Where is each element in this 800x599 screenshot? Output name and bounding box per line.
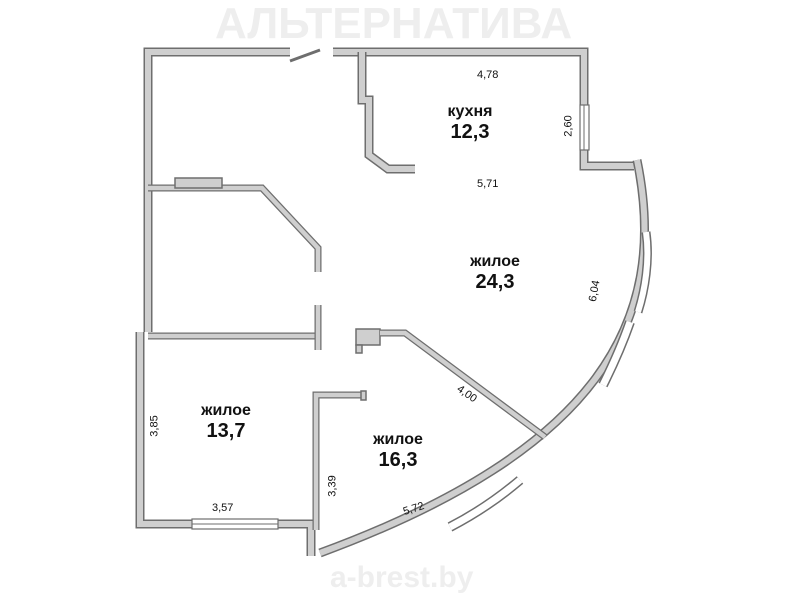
dim-left-height: 3,85	[148, 415, 161, 437]
room-name: жилое	[373, 431, 423, 448]
room-name: жилое	[201, 402, 251, 419]
room-living-left: жилое 13,7	[196, 402, 256, 442]
outer-walls	[135, 47, 649, 558]
dim-left-bottom: 3,57	[212, 502, 234, 514]
room-area: 12,3	[450, 120, 490, 143]
door-leaf	[289, 48, 321, 63]
watermark-brand: АЛЬТЕРНАТИВА	[215, 0, 573, 48]
room-area: 13,7	[206, 419, 246, 442]
room-area: 24,3	[475, 270, 515, 293]
dim-living-width: 5,71	[477, 178, 499, 190]
dim-kitchen-width: 4,78	[477, 69, 499, 81]
watermark-site: a-brest.by	[330, 561, 474, 594]
inner-walls	[148, 52, 548, 530]
room-kitchen: кухня 12,3	[440, 103, 500, 143]
room-name: кухня	[447, 103, 493, 120]
room-area: 16,3	[378, 448, 418, 471]
windows	[191, 48, 652, 532]
room-living-large: жилое 24,3	[465, 253, 525, 293]
dim-kitchen-window: 2,60	[562, 115, 575, 137]
room-living-bottom: жилое 16,3	[368, 431, 428, 471]
dim-stub-height: 3,39	[326, 475, 339, 497]
room-name: жилое	[470, 253, 520, 270]
